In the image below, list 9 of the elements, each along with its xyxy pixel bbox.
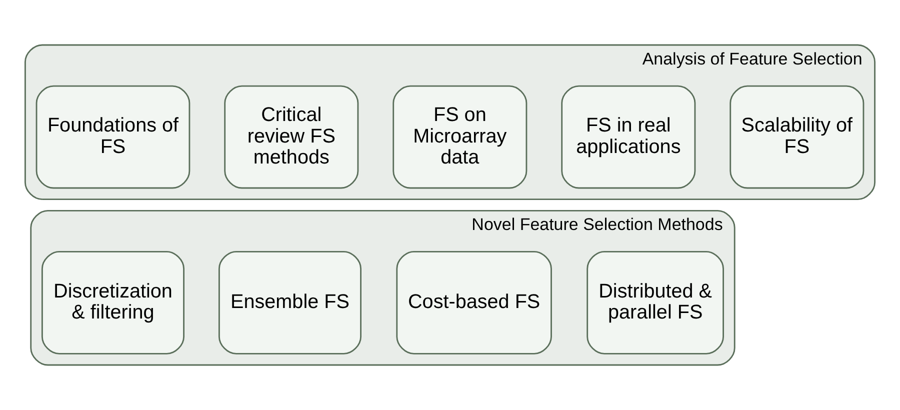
node-box: Cost-based FS — [396, 251, 552, 354]
node-box: Foundations of FS — [36, 85, 190, 189]
node-box: FS in real applications — [561, 85, 696, 189]
node-box: Ensemble FS — [218, 251, 362, 354]
node-box: Scalability of FS — [730, 85, 864, 189]
node-box: Critical review FS methods — [224, 85, 359, 189]
node-box: Distributed & parallel FS — [586, 251, 724, 354]
node-box: Discretization & filtering — [41, 251, 184, 354]
node-box: FS on Microarray data — [392, 85, 528, 189]
